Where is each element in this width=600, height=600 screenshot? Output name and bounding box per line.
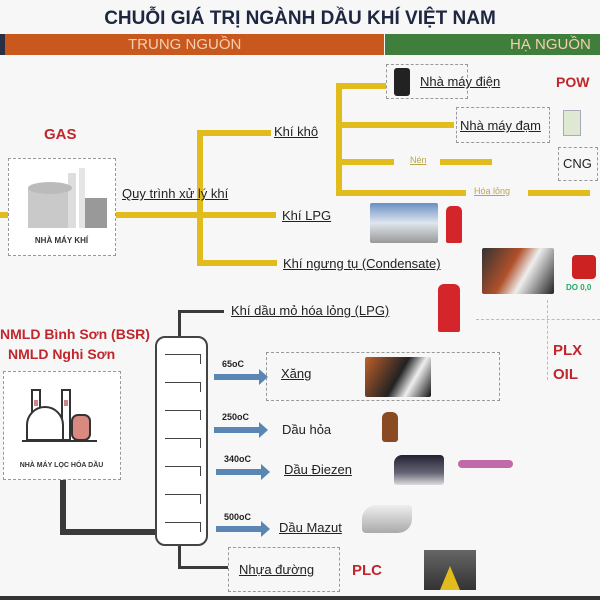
downstream-label: HẠ NGUỒN: [510, 36, 591, 53]
lpg-cylinder-icon: [438, 284, 460, 332]
arrow-right-icon: [214, 369, 268, 385]
dry-gas-label: Khí khô: [274, 124, 319, 139]
liquefy-label: Hóa lỏng: [474, 186, 511, 196]
condensate-label: Khí ngưng tụ (Condensate): [283, 256, 441, 271]
arrow-right-icon: [214, 422, 268, 438]
fertilizer-bag-icon: [563, 110, 581, 136]
cng-label: CNG: [563, 156, 592, 171]
pump-label: DO 0,0: [566, 283, 592, 292]
power-line: [336, 83, 386, 89]
lpg-tanks-image: [370, 203, 438, 243]
dry-gas-line: [197, 130, 271, 136]
asphalt-label: Nhựa đường: [239, 562, 315, 577]
power-plant-label: Nhà máy điện: [420, 74, 501, 89]
bottom-edge: [0, 596, 600, 600]
refinery-box: NHÀ MÁY LỌC HÓA DẦU: [3, 371, 121, 480]
gas-cylinder-icon: [446, 206, 462, 243]
temp-label: 500oC: [224, 512, 252, 522]
oil-label: OIL: [553, 366, 578, 383]
refinery-plant-label: NHÀ MÁY LỌC HÓA DẦU: [19, 462, 104, 469]
refinery-icon: [22, 389, 97, 442]
fuel-nozzle-image: [482, 248, 554, 294]
gas-trunk-line: [197, 130, 203, 266]
arrow-right-icon: [216, 521, 270, 537]
product-label: Xăng: [281, 366, 312, 381]
gasoline-nozzle-image: [365, 357, 431, 397]
gas-main-line: [116, 212, 276, 218]
refinery-name-2: NMLD Nghi Sơn: [8, 346, 116, 362]
dashed-connector-h: [476, 319, 600, 320]
fertilizer-box: [456, 107, 550, 143]
plc-label: PLC: [352, 562, 382, 579]
downstream-band: [385, 34, 600, 55]
gas-plant-box: NHÀ MÁY KHÍ: [8, 158, 116, 256]
gasoline-box: [266, 352, 500, 401]
band-edge: [0, 34, 5, 55]
refinery-pipe-down: [60, 480, 66, 535]
arrow-right-icon: [216, 464, 270, 480]
asphalt-box: [228, 547, 340, 592]
fuel-pump-icon: [572, 255, 596, 279]
refinery-lpg-label: Khí dầu mỏ hóa lỏng (LPG): [231, 303, 390, 318]
temp-label: 340oC: [224, 454, 252, 464]
product-label: Dầu Mazut: [279, 520, 342, 535]
dashed-connector-v: [547, 300, 548, 380]
airplane-icon: [458, 460, 513, 468]
gas-heading: GAS: [44, 126, 77, 143]
lantern-icon: [382, 412, 398, 442]
plx-label: PLX: [553, 342, 583, 359]
column-lpg-pipe: [178, 310, 224, 313]
ship-icon: [362, 505, 412, 533]
compress-label: Nén: [410, 155, 427, 165]
temp-label: 250oC: [222, 412, 250, 422]
product-label: Dầu hỏa: [282, 422, 332, 437]
road-image: [424, 550, 476, 590]
lng-line-a: [336, 190, 466, 196]
fertilizer-label: Nhà máy đạm: [460, 118, 541, 133]
gas-plant-icon: [28, 168, 107, 228]
gas-line-in: [0, 212, 8, 218]
page-title: CHUỖI GIÁ TRỊ NGÀNH DẦU KHÍ VIỆT NAM: [104, 8, 496, 29]
distillation-column: [155, 336, 208, 546]
pow-label: POW: [556, 74, 590, 90]
midstream-label: TRUNG NGUỒN: [128, 36, 242, 53]
refinery-pipe-across: [60, 529, 157, 535]
condensate-line: [197, 260, 277, 266]
lng-line-b: [528, 190, 590, 196]
temp-label: 65oC: [222, 359, 245, 369]
cng-line-b: [440, 159, 492, 165]
column-bottom-pipe: [178, 545, 181, 569]
bus-icon: [394, 455, 444, 485]
column-asphalt-pipe: [178, 566, 228, 569]
column-top-pipe: [178, 310, 181, 338]
refinery-name-1: NMLD Bình Sơn (BSR): [0, 326, 150, 342]
gas-plant-label: NHÀ MÁY KHÍ: [34, 236, 89, 245]
power-tower-icon: [394, 68, 410, 96]
product-label: Dầu Điezen: [284, 462, 352, 477]
power-plant-box: [386, 64, 468, 99]
fertilizer-line: [336, 122, 454, 128]
gas-process-label: Quy trình xử lý khí: [122, 186, 229, 201]
cng-box: [558, 147, 598, 181]
lpg-label: Khí LPG: [282, 208, 332, 223]
dry-gas-trunk: [336, 83, 342, 196]
cng-line-a: [336, 159, 394, 165]
midstream-band: [5, 34, 384, 55]
